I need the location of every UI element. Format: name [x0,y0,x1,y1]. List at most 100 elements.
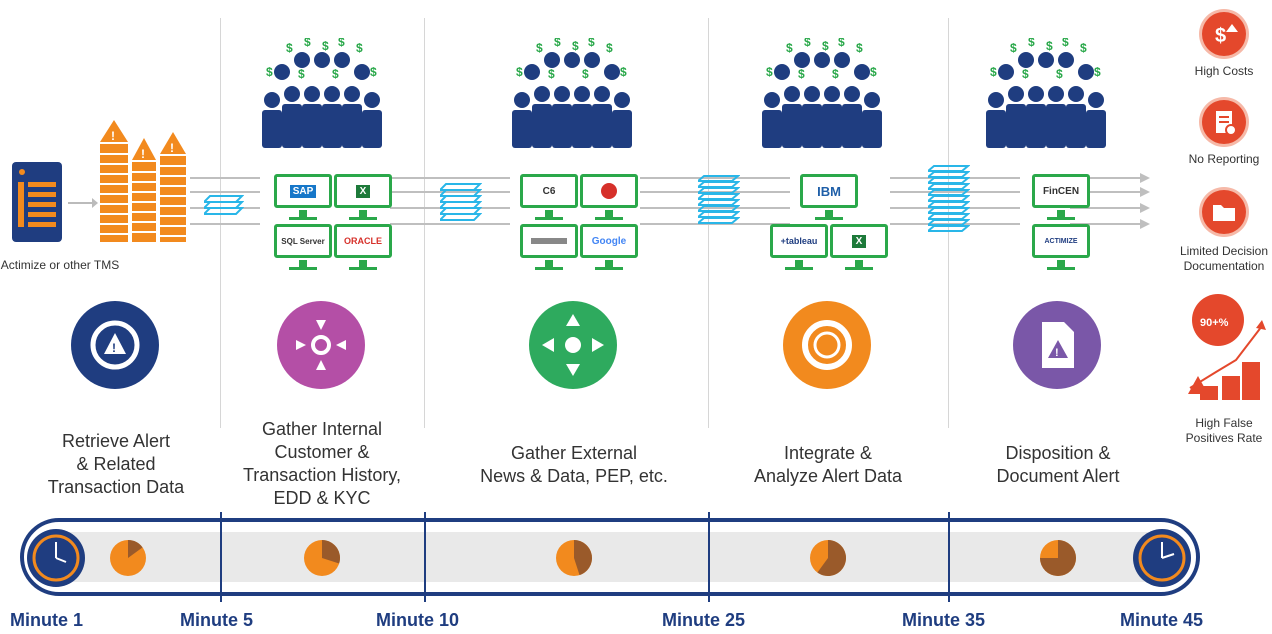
stage-title-line: Gather Internal [261,419,383,439]
database-icon [531,238,567,244]
svg-text:$: $ [870,65,877,79]
issue-label: No Reporting [1188,152,1260,166]
arrow-icon [68,196,98,214]
svg-text:$: $ [1022,67,1029,81]
svg-text:$: $ [1056,67,1063,81]
svg-text:$: $ [338,38,345,49]
svg-text:!: ! [1055,347,1059,359]
tableau-monitor: +tableau [770,224,828,270]
server-icon [12,162,62,247]
svg-text:$: $ [786,41,793,55]
system-label: IBM [817,183,841,199]
svg-text:$: $ [990,65,997,79]
svg-text:!: ! [141,147,145,161]
svg-text:$: $ [1010,41,1017,55]
minute-label: Minute 45 [1120,610,1204,630]
svg-text:$: $ [1094,65,1101,79]
news-monitor [580,174,638,220]
c6-monitor: C6 [520,174,578,220]
minute-label: Minute 10 [376,610,460,630]
svg-text:$: $ [606,41,613,55]
globe-icon [601,183,617,199]
stage-title-line: & Related [76,454,156,474]
data-stack-icon [204,195,244,215]
svg-text:$: $ [536,41,543,55]
excel-icon: X [355,184,371,198]
report-x-icon [1202,100,1246,144]
progress-pies [110,540,1076,576]
minute-label: Minute 5 [180,610,254,630]
svg-text:$: $ [370,65,377,79]
system-label: ACTIMIZE [1044,237,1078,245]
svg-text:$: $ [582,67,589,81]
svg-text:!: ! [111,129,115,143]
converge-arrows-icon [277,301,365,389]
stage-title-line: News & Data, PEP, etc. [480,466,668,486]
svg-text:$: $ [286,41,293,55]
svg-text:$: $ [856,41,863,55]
svg-text:$: $ [322,39,329,53]
staff-group-icon: $$$$$ $$$$ [512,38,632,148]
false-positive-badge: 90+% [1200,317,1229,329]
sync-icon [783,301,871,389]
source-label: Actimize or other TMS [0,258,120,272]
timeline-track [64,532,1156,582]
stage-title: Disposition & Document Alert [958,442,1158,488]
oracle-monitor: ORACLE [334,224,392,270]
svg-text:$: $ [266,65,273,79]
staff-group-icon: $$$$$ $$$$ [262,38,382,148]
svg-text:$: $ [298,67,305,81]
svg-text:!: ! [112,341,116,355]
minute-label: Minute 25 [662,610,746,630]
clock-icon [27,529,85,587]
svg-text:$: $ [798,67,805,81]
timeline-bar [20,518,1200,596]
minute-label: Minute 35 [902,610,986,630]
system-label: FinCEN [1042,185,1080,197]
issue-label: High Costs [1194,64,1254,78]
timeline-tick [708,512,710,602]
minute-label: Minute 1 [10,610,84,630]
issue-label-line: High False [1195,416,1253,430]
stage-title: Retrieve Alert & Related Transaction Dat… [16,430,216,499]
issue-label-line: Limited Decision [1179,244,1269,258]
system-label: ORACLE [344,236,382,246]
excel-monitor: X [334,174,392,220]
stage-title-line: Disposition & [1005,443,1111,463]
data-stack-icon [440,183,482,221]
system-label: Google [591,235,627,247]
svg-text:$: $ [356,41,363,55]
svg-text:$: $ [822,39,829,53]
svg-text:$: $ [548,67,555,81]
issue-label-line: Documentation [1183,259,1265,273]
svg-text:$: $ [766,65,773,79]
excel-monitor: X [830,224,888,270]
svg-text:$: $ [516,65,523,79]
clock-icon [1133,529,1191,587]
svg-text:$: $ [620,65,627,79]
system-label: SAP [289,184,317,198]
svg-text:$: $ [304,38,311,49]
staff-group-icon: $$$$$ $$$$ [986,38,1106,148]
svg-text:$: $ [1080,41,1087,55]
progress-pie-slice [322,540,340,564]
stage-title-line: Integrate & [783,443,873,463]
timeline-tick [220,512,222,602]
timeline-tick [424,512,426,602]
data-stack-icon [928,165,970,232]
issue-label: High False Positives Rate [1169,416,1272,446]
stage-title-line: Transaction History, [242,465,402,485]
dollar-up-icon: $ [1202,12,1246,56]
svg-text:$: $ [332,67,339,81]
sap-monitor: SAP [274,174,332,220]
staff-group-icon: $$$$$ $$$$ [762,38,882,148]
worldcheck-monitor [520,224,578,270]
issue-label: Limited Decision Documentation [1169,244,1272,274]
svg-text:$: $ [838,38,845,49]
stage-title-line: Retrieve Alert [61,431,171,451]
svg-text:$: $ [1062,38,1069,49]
expand-arrows-icon [529,301,617,389]
stage-title-line: Analyze Alert Data [753,466,903,486]
ibm-monitor: IBM [800,174,858,220]
stage-title-line: Customer & [274,442,370,462]
